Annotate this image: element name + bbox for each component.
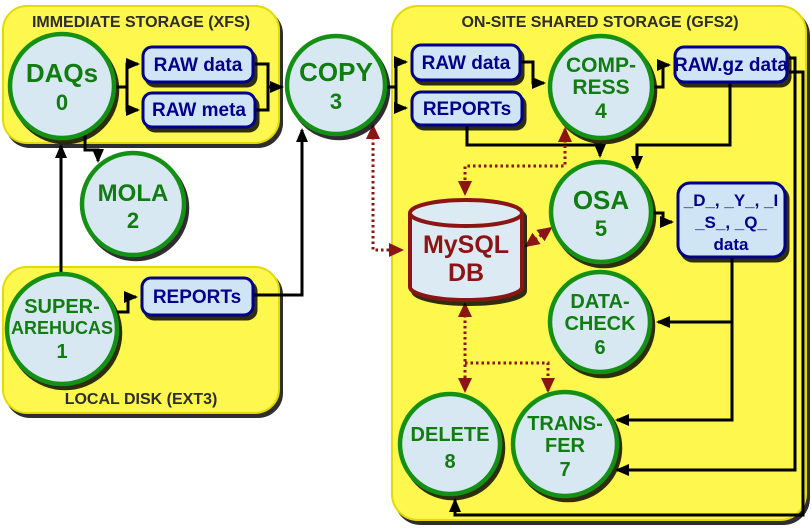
- node-label-copy-num: 3: [330, 89, 342, 114]
- mysql-db-cylinder: [408, 198, 524, 302]
- store-raw-data-xfs: [141, 45, 255, 84]
- store-label-raw-data-xfs: RAW data: [154, 55, 243, 76]
- node-label-osa-num: 5: [595, 216, 607, 241]
- sync-mysql-transfer: [465, 361, 555, 393]
- node-superarehucas-1: [4, 271, 120, 387]
- node-datacheck-6: [547, 269, 653, 375]
- arrow-daqs-to-raw-data: [112, 58, 140, 89]
- arrow-copy-to-raw-data-gfs2: [385, 56, 408, 89]
- arrow-dyisq-to-transfer: [615, 257, 734, 426]
- node-label-compress-line2: RESS: [572, 76, 629, 99]
- store-reports-ext3: [140, 276, 255, 317]
- node-label-super-line2: AREHUCAS: [11, 318, 113, 338]
- arrow-superarehucas-to-reports: [114, 291, 138, 314]
- node-label-copy: COPY: [299, 57, 373, 87]
- node-label-datacheck-line1: DATA-: [570, 291, 629, 313]
- line-raw-data-join: [255, 62, 270, 87]
- node-label-datacheck-num: 6: [594, 337, 605, 359]
- node-label-mola-num: 2: [127, 208, 139, 233]
- node-label-transfer-line1: TRANS-: [527, 413, 603, 435]
- store-dyisq-data: [676, 181, 787, 259]
- node-transfer-7: [510, 389, 620, 499]
- store-raw-meta-xfs: [141, 91, 257, 129]
- arrow-daqs-to-raw-meta: [125, 87, 140, 116]
- node-copy-3: [284, 33, 388, 137]
- sync-compress-mysql: [458, 127, 572, 196]
- zone-title-ext3: LOCAL DISK (EXT3): [65, 391, 218, 408]
- node-label-super-num: 1: [56, 341, 67, 363]
- store-label-reports-gfs2: REPORTs: [423, 99, 511, 120]
- sync-copy-mysql: [366, 124, 404, 257]
- node-label-super-line1: SUPER-: [24, 296, 100, 318]
- arrow-daqs-to-mola: [83, 135, 104, 163]
- node-label-compress-line1: COMP-: [566, 54, 636, 77]
- store-rawgz-data: [673, 45, 789, 84]
- store-label-reports-ext3: REPORTs: [153, 287, 241, 308]
- node-label-daqs-num: 0: [56, 90, 68, 115]
- store-label-dyisq-line1: _D_, _Y_, _I: [683, 191, 779, 210]
- mysql-label-line2: DB: [448, 259, 484, 287]
- node-label-daqs: DAQs: [26, 58, 98, 88]
- store-reports-gfs2: [410, 90, 524, 127]
- node-label-osa: OSA: [573, 185, 630, 215]
- zone-title-gfs2: ON-SITE SHARED STORAGE (GFS2): [461, 14, 738, 31]
- arrow-rawgz-to-transfer: [615, 56, 797, 476]
- node-label-datacheck-line2: CHECK: [564, 313, 636, 335]
- node-compress-4: [547, 33, 655, 141]
- mysql-cylinder-top: [408, 198, 524, 228]
- node-label-delete-num: 8: [444, 451, 455, 473]
- node-osa-5: [548, 159, 654, 265]
- mysql-cylinder-body: [408, 213, 524, 302]
- arrow-copy-to-reports-gfs2: [394, 87, 408, 114]
- node-label-transfer-num: 7: [559, 459, 570, 481]
- store-label-raw-data-gfs2: RAW data: [422, 53, 511, 74]
- store-label-dyisq-line3: data: [714, 235, 750, 254]
- store-label-rawgz-data: RAW.gz data: [674, 55, 788, 76]
- node-label-compress-num: 4: [595, 100, 607, 123]
- arrow-reports-to-copy: [253, 128, 308, 297]
- node-label-transfer-line2: FER: [545, 435, 586, 457]
- arrow-compress-to-rawgz: [652, 59, 671, 89]
- arrow-raw-data-to-compress: [520, 60, 546, 89]
- arrow-rawgz-to-delete: [449, 70, 805, 517]
- node-mola-2: [79, 150, 187, 258]
- arrow-rawgz-to-osa: [631, 82, 732, 170]
- line-raw-meta-join: [255, 87, 270, 112]
- node-daqs-0: [7, 31, 117, 141]
- store-label-raw-meta-xfs: RAW meta: [152, 100, 246, 121]
- store-raw-data-gfs2: [410, 43, 522, 82]
- arrow-osa-to-dyisq-data: [651, 211, 674, 228]
- mysql-label-line1: MySQL: [423, 231, 509, 259]
- node-label-delete: DELETE: [411, 424, 490, 446]
- zone-title-xfs: IMMEDIATE STORAGE (XFS): [32, 14, 250, 31]
- node-label-mola: MOLA: [98, 180, 169, 207]
- store-label-dyisq-line2: _S_, _Q_: [694, 213, 767, 232]
- node-delete-8: [397, 391, 503, 497]
